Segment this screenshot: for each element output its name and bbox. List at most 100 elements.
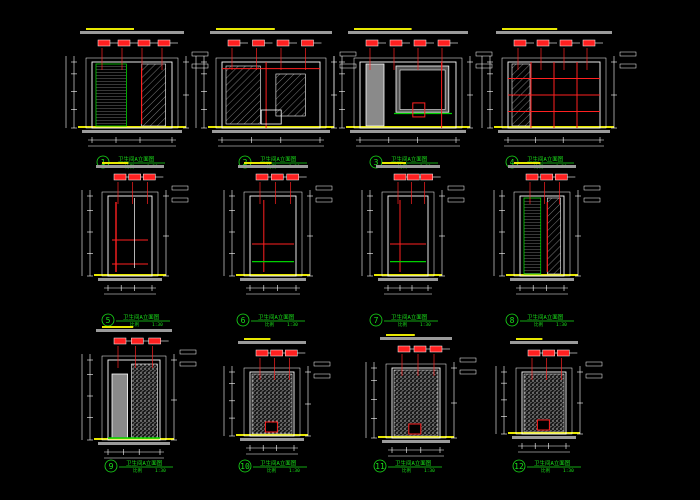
level-tag <box>191 63 209 69</box>
wall-outline <box>381 191 435 277</box>
top-bar <box>244 338 271 340</box>
level-tag <box>447 185 465 191</box>
label-scale-name: 比例 <box>130 321 139 328</box>
wall-outline <box>243 191 303 277</box>
material-tag <box>276 39 290 47</box>
label-scale-name: 比例 <box>267 467 276 474</box>
label-scale-value: 1:30 <box>289 468 300 474</box>
material-tag <box>128 173 141 181</box>
glass-panel <box>225 65 261 125</box>
label-title: 卫生间A立面图 <box>534 459 571 467</box>
material-tag <box>542 349 555 357</box>
floor-slab <box>240 438 304 441</box>
level-tag <box>459 357 477 363</box>
door-leaf <box>111 373 129 439</box>
material-tag <box>389 39 403 47</box>
label-scale-value: 1:30 <box>152 322 163 328</box>
ceiling-slab <box>80 31 184 34</box>
level-tag <box>339 63 357 69</box>
level-tag <box>585 373 603 379</box>
floor-slab <box>82 130 182 133</box>
label-title: 卫生间A立面图 <box>527 155 564 163</box>
label-scale-name: 比例 <box>133 467 142 474</box>
floor-slab <box>240 278 306 281</box>
floor-line-yellow <box>94 274 166 276</box>
floor-line-yellow <box>508 432 580 434</box>
material-tag <box>513 39 527 47</box>
mirror-inner <box>399 69 446 110</box>
floor-line-yellow <box>94 438 174 440</box>
wall-outline <box>85 57 179 129</box>
label-circle <box>512 459 526 473</box>
elevation-panel-4: 4卫生间A立面图比例1:30 <box>481 28 637 170</box>
ceiling-slab <box>238 341 306 344</box>
floor-line-yellow <box>236 274 310 276</box>
material-tag <box>525 173 539 181</box>
material-tag <box>437 39 451 47</box>
ceiling-slab <box>210 31 332 34</box>
label-circle <box>238 459 252 473</box>
floor-slab <box>382 440 450 443</box>
stone-panel <box>131 363 158 439</box>
floor-line-yellow <box>208 126 334 128</box>
label-scale-value: 1:30 <box>424 468 435 474</box>
floor-slab <box>98 278 162 281</box>
level-tag <box>171 197 189 203</box>
label-scale-name: 比例 <box>402 467 411 474</box>
material-tag <box>557 349 570 357</box>
fixture <box>408 423 422 435</box>
ceiling-slab <box>96 165 164 168</box>
material-tag <box>131 337 144 345</box>
label-number: 12 <box>514 462 524 471</box>
material-tag <box>420 173 433 181</box>
material-tag <box>301 39 314 47</box>
label-scale-value: 1:30 <box>155 468 166 474</box>
material-tag <box>582 39 596 47</box>
level-tag <box>315 185 333 191</box>
material-tag <box>157 39 171 47</box>
label-circle <box>373 459 387 473</box>
level-tag <box>447 197 465 203</box>
glass-panel <box>546 197 561 275</box>
basin <box>412 102 426 118</box>
wall-outline <box>385 363 447 439</box>
mirror-panel <box>275 73 306 117</box>
level-tag <box>339 51 357 57</box>
label-scale-value: 1:30 <box>287 322 298 328</box>
label-number: 11 <box>375 462 385 471</box>
floor-slab <box>378 278 438 281</box>
label-scale-value: 1:30 <box>556 322 567 328</box>
material-tag <box>527 349 541 357</box>
floor-line-yellow <box>374 274 442 276</box>
level-tag <box>619 63 637 69</box>
material-tag <box>540 173 553 181</box>
floor-line-yellow <box>346 126 470 128</box>
material-tag <box>429 345 443 353</box>
level-tag <box>313 373 331 379</box>
tiled-wall <box>523 197 542 275</box>
top-bar <box>86 28 134 30</box>
ceiling-slab <box>380 337 452 340</box>
label-title: 卫生间A立面图 <box>118 155 155 163</box>
material-tag <box>271 173 284 181</box>
level-tag <box>459 369 477 375</box>
material-tag <box>286 173 299 181</box>
level-tag <box>585 361 603 367</box>
label-title: 卫生间A立面图 <box>126 459 163 467</box>
label-title: 卫生间A立面图 <box>395 459 432 467</box>
level-tag <box>313 361 331 367</box>
material-tag <box>252 39 265 47</box>
floor-line-yellow <box>78 126 186 128</box>
floor-line-yellow <box>236 434 308 436</box>
top-bar <box>386 334 415 336</box>
floor-slab <box>512 436 576 439</box>
ceiling-slab <box>496 31 612 34</box>
